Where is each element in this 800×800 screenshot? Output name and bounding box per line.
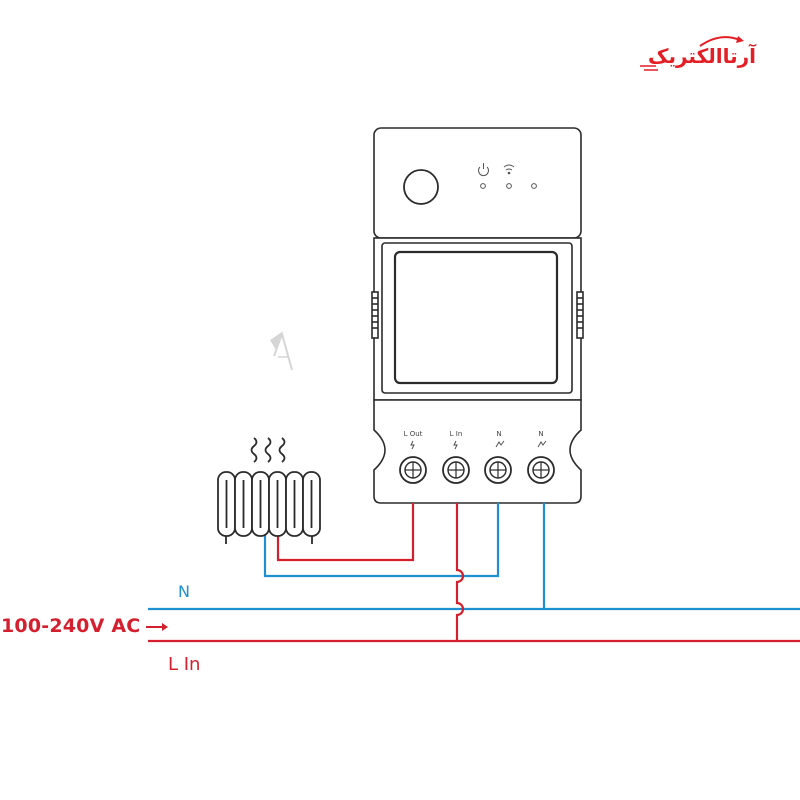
terminal-screw-lout	[399, 456, 427, 484]
arrow-right-icon	[146, 623, 168, 631]
terminal-screw-lin	[442, 456, 470, 484]
heater-neutral-wire	[263, 503, 500, 578]
terminal-screw-n2	[527, 456, 555, 484]
neutral-icon	[537, 440, 547, 448]
live-in-icon	[453, 440, 458, 450]
status-led	[531, 183, 537, 189]
live-out-icon	[410, 440, 415, 450]
brand-logo: آرتاالکتریک	[648, 44, 756, 68]
terminal-screws	[399, 456, 555, 484]
watermark-logo	[270, 330, 293, 371]
wifi-status-icon	[503, 164, 515, 175]
neutral-label: N	[178, 582, 190, 601]
din-clip-right	[576, 291, 584, 339]
terminal-label-lin: L In	[450, 430, 463, 438]
brand-logo-swoosh	[640, 36, 744, 71]
terminal-label-lout: L Out	[404, 430, 423, 438]
wifi-led	[506, 183, 512, 189]
live-in-wire	[455, 503, 465, 641]
radiator-heater-icon	[217, 437, 321, 544]
terminal-screw-n1	[484, 456, 512, 484]
power-button[interactable]	[403, 169, 439, 205]
terminal-label-n1: N	[496, 430, 501, 438]
lcd-screen	[393, 250, 559, 385]
wires	[148, 503, 800, 643]
live-in-label: L In	[168, 654, 201, 675]
heater-live-wire	[276, 503, 415, 562]
neutral-icon	[495, 440, 505, 448]
terminal-label-n2: N	[538, 430, 543, 438]
power-led	[480, 183, 486, 189]
voltage-label: 100-240V AC	[1, 615, 141, 637]
din-clip-left	[371, 291, 379, 339]
power-status-icon	[478, 163, 489, 176]
